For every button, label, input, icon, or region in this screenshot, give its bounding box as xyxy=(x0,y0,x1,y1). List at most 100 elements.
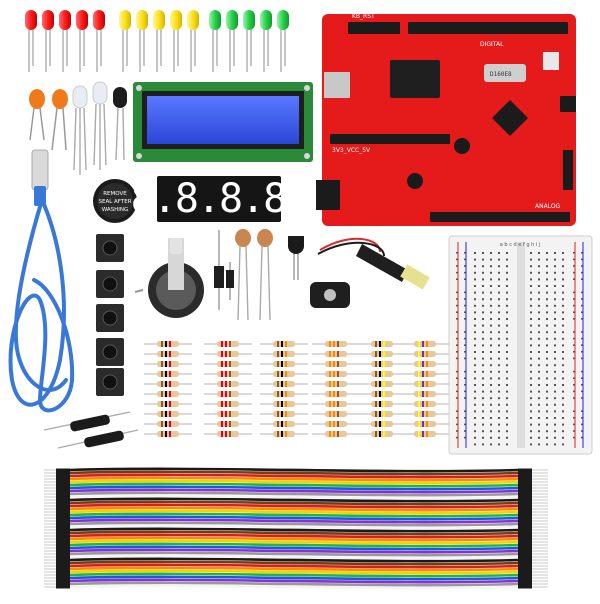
jumper-wire xyxy=(69,557,519,563)
resistor xyxy=(144,421,192,427)
crystal xyxy=(484,64,526,82)
resistor xyxy=(358,371,406,377)
resistor xyxy=(204,341,252,347)
photoresistors xyxy=(235,229,273,321)
resistor xyxy=(358,341,406,347)
resistor xyxy=(204,401,252,407)
led xyxy=(187,10,199,30)
resistor xyxy=(204,361,252,367)
resistor xyxy=(144,391,192,397)
jumper-wire xyxy=(69,527,519,533)
jumper-wire xyxy=(69,581,519,587)
resistor xyxy=(260,401,308,407)
breadboard-holes xyxy=(456,252,583,446)
buzzer: REMOVE SEAL AFTER WASHING xyxy=(93,179,137,223)
resistor xyxy=(260,341,308,347)
jumper-wire xyxy=(69,554,519,560)
jumper-wire xyxy=(69,551,519,557)
resistor xyxy=(401,431,449,437)
jumper-wire xyxy=(69,521,519,527)
jumper-wire xyxy=(69,560,519,566)
jumper-wire xyxy=(69,518,519,524)
resistor xyxy=(312,341,360,347)
resistor xyxy=(358,351,406,357)
resistor xyxy=(204,421,252,427)
breadboard: a b c d e f g h i j xyxy=(448,235,593,455)
jumper-wire xyxy=(69,575,519,581)
resistor xyxy=(204,431,252,437)
led xyxy=(59,10,71,30)
dc-plug xyxy=(356,244,408,282)
resistor xyxy=(358,411,406,417)
resistor xyxy=(401,411,449,417)
tact-button xyxy=(96,270,124,298)
board-digital-label: DIGITAL xyxy=(480,41,504,48)
jumper-wire xyxy=(69,566,519,572)
ir-receiver-led xyxy=(113,87,127,108)
display-digits: 8.8.8.8. xyxy=(131,176,308,222)
resistor xyxy=(312,401,360,407)
resistor xyxy=(144,431,192,437)
resistor xyxy=(312,371,360,377)
led xyxy=(170,10,182,30)
resistor xyxy=(401,381,449,387)
tilt-switches xyxy=(43,411,139,449)
resistor xyxy=(312,411,360,417)
led xyxy=(226,10,238,30)
jumper-wire xyxy=(69,524,519,530)
resistor-set xyxy=(144,341,449,437)
usb-chip xyxy=(390,60,440,98)
resistor xyxy=(401,391,449,397)
resistor xyxy=(260,361,308,367)
transistor xyxy=(288,236,304,280)
electrolytic-capacitor xyxy=(454,138,470,154)
tact-button xyxy=(96,368,124,396)
led xyxy=(153,10,165,30)
resistor xyxy=(260,431,308,437)
resistor xyxy=(401,361,449,367)
jumper-wire xyxy=(69,497,519,503)
buzzer-label-3: WASHING xyxy=(102,207,129,213)
jumper-wire xyxy=(69,578,519,584)
jumper-wire xyxy=(69,470,519,476)
lcd-1602-module xyxy=(133,82,313,162)
resistor xyxy=(358,361,406,367)
board-analog-label: ANALOG xyxy=(535,203,561,210)
resistor xyxy=(144,361,192,367)
resistor xyxy=(312,361,360,367)
arduino-compatible-board: KB_RST DIGITAL D160E8 3V3_VCC_5V ANALOG xyxy=(316,13,576,226)
potentiometer xyxy=(134,238,204,318)
jumper-wire xyxy=(69,503,519,509)
jumper-wire xyxy=(69,548,519,554)
jumper-wire xyxy=(69,572,519,578)
jumper-wire xyxy=(69,536,519,542)
usb-a-plug xyxy=(31,149,49,191)
tact-button xyxy=(96,304,124,332)
jumper-wire xyxy=(69,500,519,506)
jumper-wire xyxy=(69,482,519,488)
led xyxy=(25,10,37,30)
jumper-wire xyxy=(69,494,519,500)
resistor xyxy=(144,411,192,417)
jumper-wire xyxy=(69,515,519,521)
board-power-label: 3V3_VCC_5V xyxy=(332,147,371,154)
analog-header xyxy=(430,212,570,222)
resistor xyxy=(401,351,449,357)
resistor xyxy=(204,381,252,387)
capacitors xyxy=(29,89,68,151)
resistor xyxy=(260,371,308,377)
resistor xyxy=(204,371,252,377)
resistor xyxy=(358,381,406,387)
jumper-wire xyxy=(69,485,519,491)
tact-button xyxy=(96,234,124,262)
led xyxy=(119,10,131,30)
mini-usb-port xyxy=(324,72,350,98)
lcd-screen xyxy=(147,96,299,144)
jumper-wire xyxy=(69,569,519,575)
jumper-wire xyxy=(69,488,519,494)
jumper-wire xyxy=(69,539,519,545)
resistor xyxy=(204,391,252,397)
photoresistor xyxy=(257,229,273,247)
led xyxy=(42,10,54,30)
